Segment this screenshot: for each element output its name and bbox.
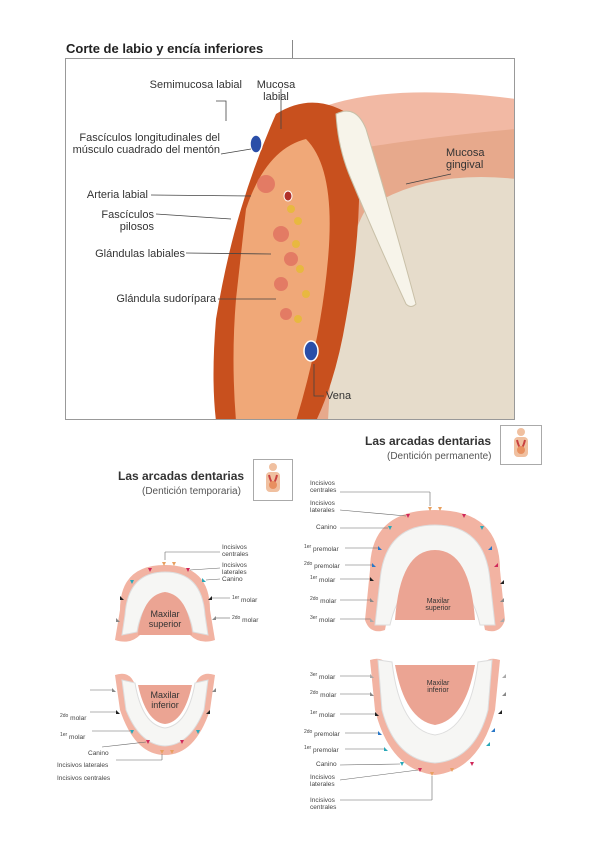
perm-lo-premolar1: 1er premolar — [304, 745, 339, 755]
perm-up-molar3: 3er molar — [310, 615, 336, 625]
perm-lo-premolar2: 2do premolar — [304, 729, 340, 739]
perm-lo-canino: Canino — [316, 761, 337, 768]
perm-lo-molar1: 1er molar — [310, 710, 336, 720]
label-fasciculos-pilosos: Fascículos pilosos — [101, 209, 154, 233]
leader-lines — [150, 89, 452, 397]
temporary-subtitle: (Dentición temporaria) — [142, 486, 241, 497]
label-glandulas-labiales: Glándulas labiales — [95, 248, 185, 260]
perm-up-inc-laterales: Incisivos laterales — [310, 500, 335, 514]
temp-up-molar2: 2do molar — [232, 615, 259, 625]
labial-glands — [257, 175, 298, 320]
temp-lo-inc-centrales: Incisivos centrales — [57, 775, 111, 782]
perm-lo-inc-laterales: Incisivos laterales — [310, 774, 335, 788]
perm-up-molar2: 2do molar — [310, 596, 337, 606]
permanent-upper-label: Maxilar superior — [425, 598, 451, 612]
permanent-subtitle: (Dentición permanente) — [387, 451, 492, 462]
perm-lo-molar3: 3er molar — [310, 672, 336, 682]
perm-up-canino: Canino — [316, 524, 337, 531]
permanent-arches — [339, 491, 506, 801]
temp-lo-molar1: 1er molar — [60, 732, 86, 742]
digestive-system-icon — [500, 425, 542, 465]
temporary-title: Las arcadas dentarias — [118, 469, 245, 483]
perm-lo-inc-centrales: Incisivos centrales — [310, 797, 337, 811]
lip-section-frame: Semimucosa labial Mucosa labial Fascícul… — [65, 58, 515, 420]
perm-up-premolar1: 1er premolar — [304, 544, 339, 554]
label-semimucosa: Semimucosa labial — [149, 79, 242, 91]
vein — [303, 340, 319, 362]
permanent-lower-label: Maxilar inferior — [426, 680, 450, 694]
temp-lo-inc-laterales: Incisivos laterales — [57, 762, 109, 769]
temp-up-canino: Canino — [222, 576, 243, 583]
temporary-arches — [90, 551, 230, 761]
perm-lo-molar2: 2do molar — [310, 690, 337, 700]
temp-lo-canino: Canino — [88, 750, 109, 757]
perm-up-molar1: 1er molar — [310, 575, 336, 585]
label-vena: Vena — [326, 390, 352, 402]
temp-up-molar1: 1er molar — [232, 595, 258, 605]
label-arteria-labial: Arteria labial — [86, 189, 148, 201]
title-divider — [292, 40, 293, 58]
diagram-title: Corte de labio y encía inferiores — [66, 41, 264, 56]
label-fasciculos-longitudinales: Fascículos longitudinales del músculo cu… — [72, 132, 220, 156]
artery-2 — [283, 190, 293, 202]
sweat-glands — [287, 205, 310, 323]
tooth-shape — [335, 110, 417, 307]
temp-up-inc-laterales: Incisivos laterales — [222, 562, 247, 576]
label-mucosa-labial: Mucosa labial — [256, 79, 296, 103]
lip-section-illustration — [150, 89, 514, 419]
label-glandula-sudoripara: Glándula sudorípara — [116, 293, 216, 305]
temporary-upper-label: Maxilar superior — [148, 609, 182, 629]
label-mucosa-gingival: Mucosa gingival — [446, 147, 485, 171]
permanent-title: Las arcadas dentarias — [365, 434, 492, 448]
perm-up-inc-centrales: Incisivos centrales — [310, 480, 337, 494]
temporary-lower-label: Maxilar inferior — [150, 690, 180, 710]
temp-lo-molar2: 2do molar — [60, 713, 87, 723]
temp-up-inc-centrales: Incisivos centrales — [222, 544, 249, 558]
digestive-system-icon-small — [253, 459, 293, 501]
perm-up-premolar2: 2do premolar — [304, 561, 340, 571]
artery — [249, 134, 263, 154]
